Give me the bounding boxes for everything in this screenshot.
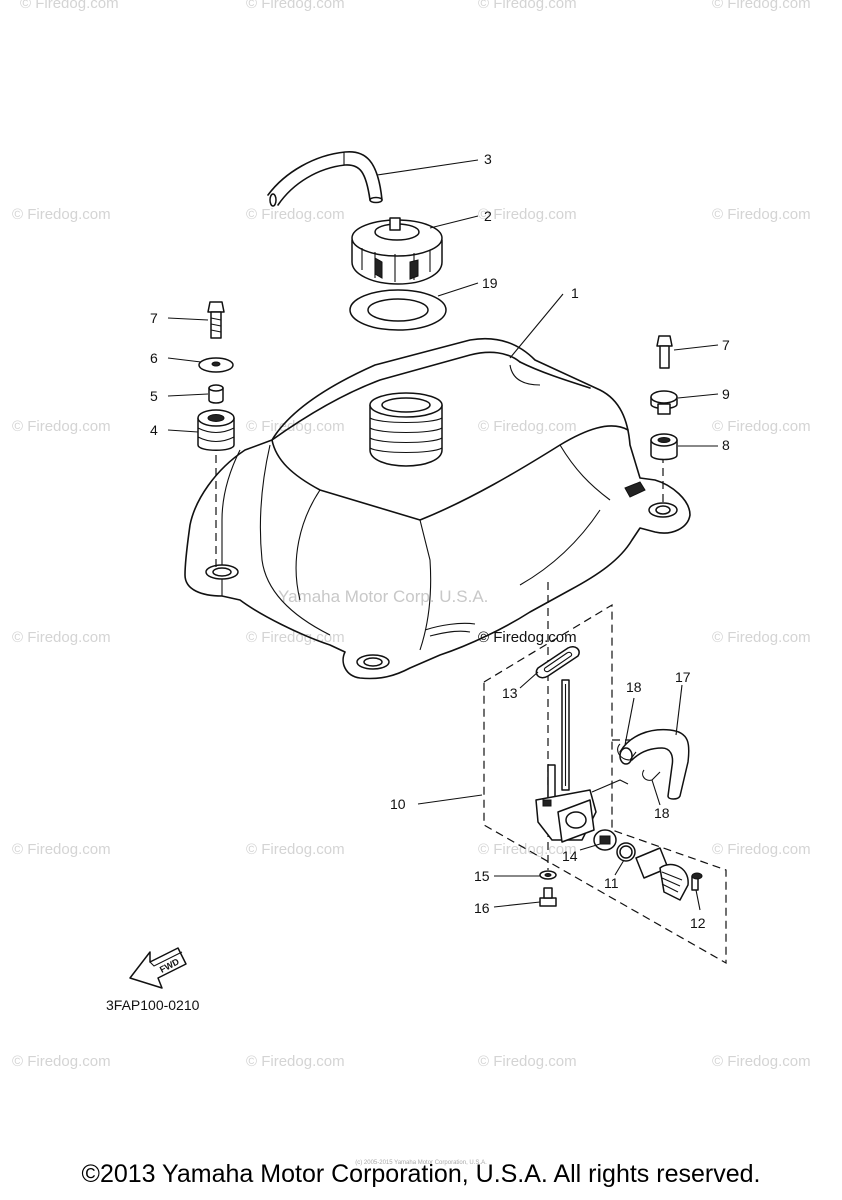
callout-3: 3 [484, 151, 492, 167]
firedog-watermark: © Firedog.com [478, 629, 577, 646]
watermark: © Firedog.com [712, 0, 811, 12]
callout-12: 12 [690, 915, 706, 931]
fuel-cap [351, 217, 443, 285]
callout-19: 19 [482, 275, 498, 291]
watermark: © Firedog.com [246, 206, 345, 223]
watermark: © Firedog.com [478, 206, 577, 223]
left-mount-parts [197, 301, 235, 570]
small-copyright-note: (c) 2005-2015 Yamaha Motor Corporation, … [355, 1160, 487, 1166]
leader-lines [167, 159, 719, 911]
callout-11: 11 [604, 875, 619, 891]
watermark: © Firedog.com [712, 418, 811, 435]
callout-8: 8 [722, 437, 730, 453]
watermark: © Firedog.com [12, 841, 111, 858]
watermark: © Firedog.com [712, 1053, 811, 1070]
callout-7-left: 7 [150, 310, 158, 326]
watermark: © Firedog.com [478, 418, 577, 435]
vent-hose [267, 151, 383, 207]
watermark: © Firedog.com [246, 0, 345, 12]
watermark: © Firedog.com [246, 1053, 345, 1070]
callout-2: 2 [484, 208, 492, 224]
callout-1: 1 [571, 285, 579, 301]
callout-17: 17 [675, 669, 691, 685]
cap-gasket [349, 289, 447, 331]
watermark: © Firedog.com [478, 1053, 577, 1070]
callout-6: 6 [150, 350, 158, 366]
callout-10: 10 [390, 796, 406, 812]
callout-14: 14 [562, 848, 578, 864]
watermark: © Firedog.com [712, 629, 811, 646]
fuel-cock-assembly [483, 582, 727, 965]
callout-numbers: 1 2 3 4 5 6 7 7 8 9 10 11 12 13 14 15 16… [150, 151, 730, 931]
callout-7-right: 7 [722, 337, 730, 353]
watermark-grid: © Firedog.com © Firedog.com © Firedog.co… [12, 0, 811, 1070]
watermark: © Firedog.com [712, 841, 811, 858]
watermark: © Firedog.com [20, 0, 119, 12]
watermark: © Firedog.com [12, 418, 111, 435]
callout-15: 15 [474, 868, 490, 884]
callout-18-upper: 18 [626, 679, 642, 695]
watermark: © Firedog.com [12, 629, 111, 646]
watermark: © Firedog.com [478, 0, 577, 12]
right-mount-parts [650, 335, 678, 505]
watermark: © Firedog.com [712, 206, 811, 223]
watermark: © Firedog.com [478, 841, 577, 858]
fwd-arrow-icon: FWD [129, 947, 187, 989]
callout-13: 13 [502, 685, 518, 701]
callout-4: 4 [150, 422, 158, 438]
callout-16: 16 [474, 900, 490, 916]
callout-18-lower: 18 [654, 805, 670, 821]
watermark: © Firedog.com [12, 1053, 111, 1070]
fuel-tank [184, 337, 691, 680]
drawing-code: 3FAP100-0210 [106, 997, 200, 1013]
callout-9: 9 [722, 386, 730, 402]
watermark: © Firedog.com [246, 418, 345, 435]
callout-5: 5 [150, 388, 158, 404]
copyright-footer: ©2013 Yamaha Motor Corporation, U.S.A. A… [81, 1160, 761, 1188]
yamaha-watermark: Yamaha Motor Corp. U.S.A. [278, 587, 488, 606]
watermark: © Firedog.com [246, 841, 345, 858]
watermark: © Firedog.com [12, 206, 111, 223]
